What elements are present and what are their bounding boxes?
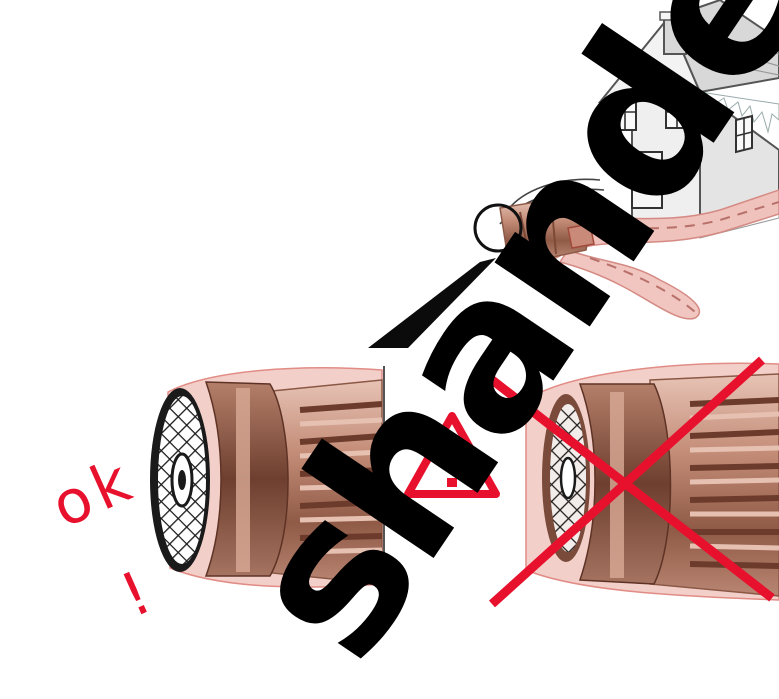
connector-correct	[150, 368, 382, 587]
magnify-pointer-wedge	[368, 258, 496, 348]
warning-triangle-icon	[408, 416, 496, 494]
connector-incorrect	[526, 363, 779, 600]
connector-small	[500, 200, 594, 258]
